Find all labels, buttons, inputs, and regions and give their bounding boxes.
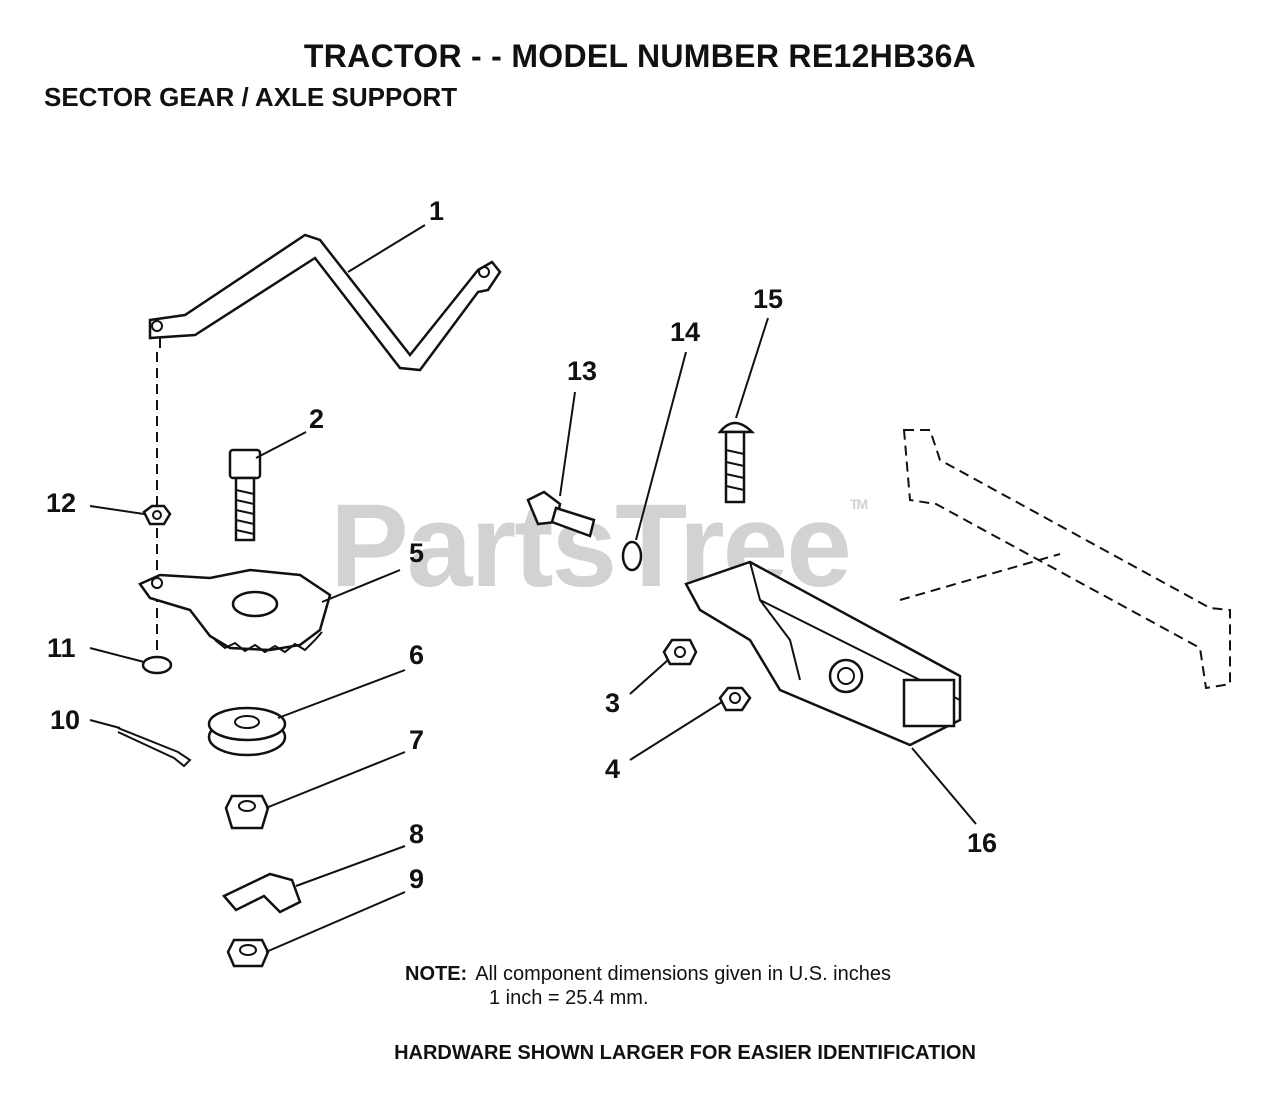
part-4-nut (718, 686, 752, 712)
footer-caption: HARDWARE SHOWN LARGER FOR EASIER IDENTIF… (394, 1042, 976, 1064)
callout-9: 9 (409, 864, 425, 894)
part-2-bolt (228, 448, 262, 542)
callout-1: 1 (429, 196, 445, 226)
part-13-bolt (526, 490, 596, 538)
part-16-axle-support (684, 560, 962, 747)
leader-lines (89, 224, 977, 953)
callout-16: 16 (967, 828, 998, 858)
callout-2: 2 (309, 404, 325, 434)
part-11-washer (141, 655, 173, 675)
callout-4: 4 (605, 754, 621, 784)
part-8-clip (221, 872, 302, 914)
callout-10: 10 (50, 705, 81, 735)
callout-5: 5 (409, 538, 425, 568)
part-14-washer (621, 540, 643, 572)
callout-3: 3 (605, 688, 621, 718)
note-line-1: All component dimensions given in U.S. i… (475, 963, 891, 985)
callout-7: 7 (409, 725, 425, 755)
part-12-flange-nut (142, 504, 172, 526)
callout-8: 8 (409, 819, 425, 849)
front-axle-dashed (899, 429, 1231, 690)
diagram-subtitle: SECTOR GEAR / AXLE SUPPORT (44, 82, 458, 112)
note-label: NOTE: (405, 963, 468, 985)
diagram-title: TRACTOR - - MODEL NUMBER RE12HB36A (303, 38, 977, 74)
callout-14: 14 (670, 317, 701, 347)
part-6-bushing (207, 706, 287, 757)
note-block: NOTE: All component dimensions given in U… (405, 962, 891, 1010)
callout-11: 11 (47, 633, 76, 663)
part-5-sector-gear (138, 568, 332, 654)
part-3-nut (662, 638, 698, 666)
part-7-nut (224, 794, 270, 830)
part-9-nut (226, 938, 270, 968)
callout-6: 6 (409, 640, 425, 670)
note-line-2: 1 inch = 25.4 mm. (489, 987, 649, 1009)
part-15-carriage-bolt (717, 421, 756, 504)
callout-12: 12 (46, 488, 77, 518)
part-10-cotter-pin (117, 727, 192, 768)
callout-15: 15 (753, 284, 784, 314)
callout-13: 13 (567, 356, 598, 386)
part-1-drag-link (148, 233, 502, 372)
